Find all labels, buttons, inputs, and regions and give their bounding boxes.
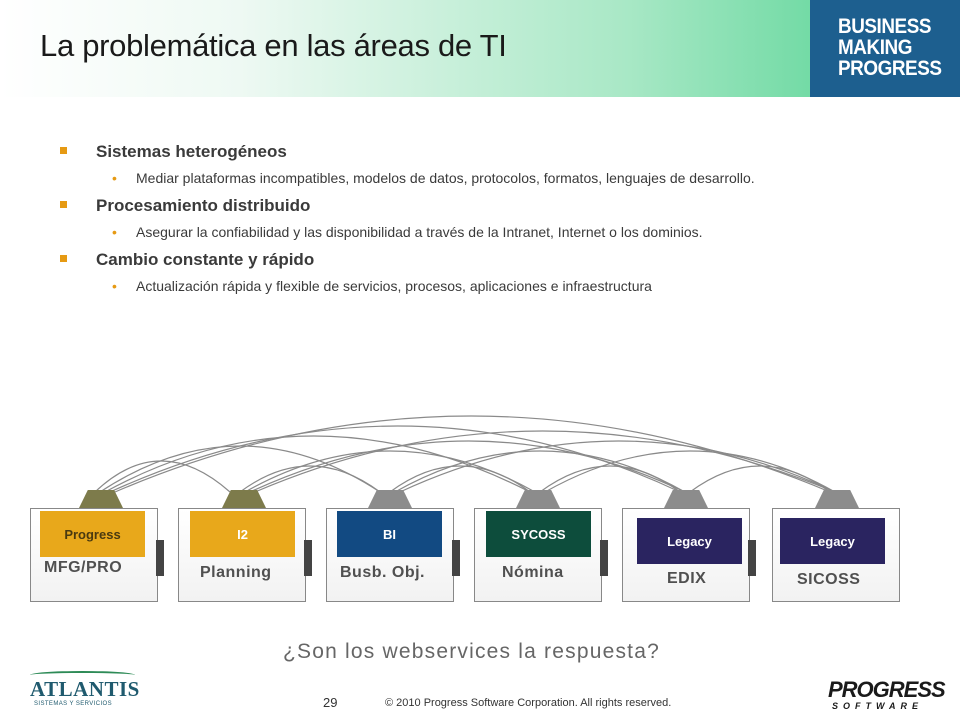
dot-bullet-icon: •: [112, 170, 117, 186]
dot-bullet-icon: •: [112, 278, 117, 294]
copyright-text: © 2010 Progress Software Corporation. Al…: [385, 697, 672, 709]
system-tab-progress: Progress: [40, 511, 145, 557]
bullet-detail-text: Actualización rápida y flexible de servi…: [136, 278, 652, 294]
system-side-mark: [304, 540, 312, 576]
system-label-sicoss: SICOSS: [797, 571, 861, 588]
bullet-detail: • Actualización rápida y flexible de serv…: [60, 276, 836, 296]
bullet-heading-text: Cambio constante y rápido: [96, 250, 315, 269]
brand-line-2: MAKING: [838, 36, 912, 59]
atlantis-logo: ATLANTIS SISTEMAS Y SERVICIOS: [30, 671, 140, 713]
square-bullet-icon: [60, 255, 67, 262]
arc-2-3: [239, 465, 381, 493]
connector-planning: [222, 490, 266, 508]
bullet-detail: • Mediar plataformas incompatibles, model…: [60, 168, 836, 188]
square-bullet-icon: [60, 147, 67, 154]
system-label-busbobj: Busb. Obj.: [340, 564, 425, 581]
system-label-edix: EDIX: [667, 570, 707, 587]
bullet-heading-text: Sistemas heterogéneos: [96, 142, 287, 161]
bullet-heading-text: Procesamiento distribuido: [96, 196, 311, 215]
arc-4-5: [539, 465, 681, 493]
arc-2-6: [254, 430, 836, 493]
connector-edix: [664, 490, 708, 508]
bullet-detail-text: Asegurar la confiabilidad y las disponib…: [136, 224, 703, 240]
progress-software-logo: PROGRESS SOFTWARE: [828, 677, 946, 713]
progress-logo-sub: SOFTWARE: [832, 701, 923, 711]
system-side-mark: [156, 540, 164, 576]
bullet-list: Sistemas heterogéneos • Mediar plataforma…: [60, 142, 860, 304]
bullet-heading: Cambio constante y rápido: [60, 250, 860, 270]
system-side-mark: [748, 540, 756, 576]
atlantis-logo-sub: SISTEMAS Y SERVICIOS: [34, 701, 113, 707]
system-tab-i2: I2: [190, 511, 295, 557]
slide-title: La problemática en las áreas de TI: [40, 28, 507, 63]
dot-bullet-icon: •: [112, 224, 117, 240]
brand-line-3: PROGRESS: [838, 57, 942, 80]
connector-sicoss: [815, 490, 859, 508]
system-tab-legacy: Legacy: [637, 518, 742, 564]
system-tab-legacy: Legacy: [780, 518, 885, 564]
connector-mfgpro: [79, 490, 123, 508]
bullet-heading: Sistemas heterogéneos: [60, 142, 860, 162]
header-banner: [0, 0, 960, 97]
arc-1-5: [109, 425, 681, 493]
square-bullet-icon: [60, 201, 67, 208]
system-label-mfgpro: MFG/PRO: [44, 559, 123, 576]
arc-1-6: [114, 415, 831, 493]
system-side-mark: [600, 540, 608, 576]
system-label-nomina: Nómina: [502, 564, 564, 581]
system-tab-sycoss: SYCOSS: [486, 511, 591, 557]
connector-busbobj: [368, 490, 412, 508]
brand-line-1: BUSINESS: [838, 15, 932, 38]
system-side-mark: [452, 540, 460, 576]
question-text: ¿Son los webservices la respuesta?: [283, 640, 660, 663]
system-label-planning: Planning: [200, 564, 272, 581]
arc-3-4: [389, 465, 531, 493]
atlantis-logo-name: ATLANTIS: [30, 677, 140, 701]
system-tab-bi: BI: [337, 511, 442, 557]
wave-icon: [30, 671, 135, 679]
bullet-heading: Procesamiento distribuido: [60, 196, 860, 216]
arc-1-4: [104, 435, 531, 493]
progress-logo-name: PROGRESS: [828, 677, 946, 702]
page-number: 29: [323, 695, 338, 710]
bullet-detail: • Asegurar la confiabilidad y las disponi…: [60, 222, 836, 242]
connector-nomina: [516, 490, 560, 508]
arc-5-6: [689, 465, 831, 493]
brand-logo: BUSINESS MAKING PROGRESS: [810, 0, 960, 97]
bullet-detail-text: Mediar plataformas incompatibles, modelo…: [136, 170, 755, 186]
arc-1-3: [99, 445, 381, 493]
